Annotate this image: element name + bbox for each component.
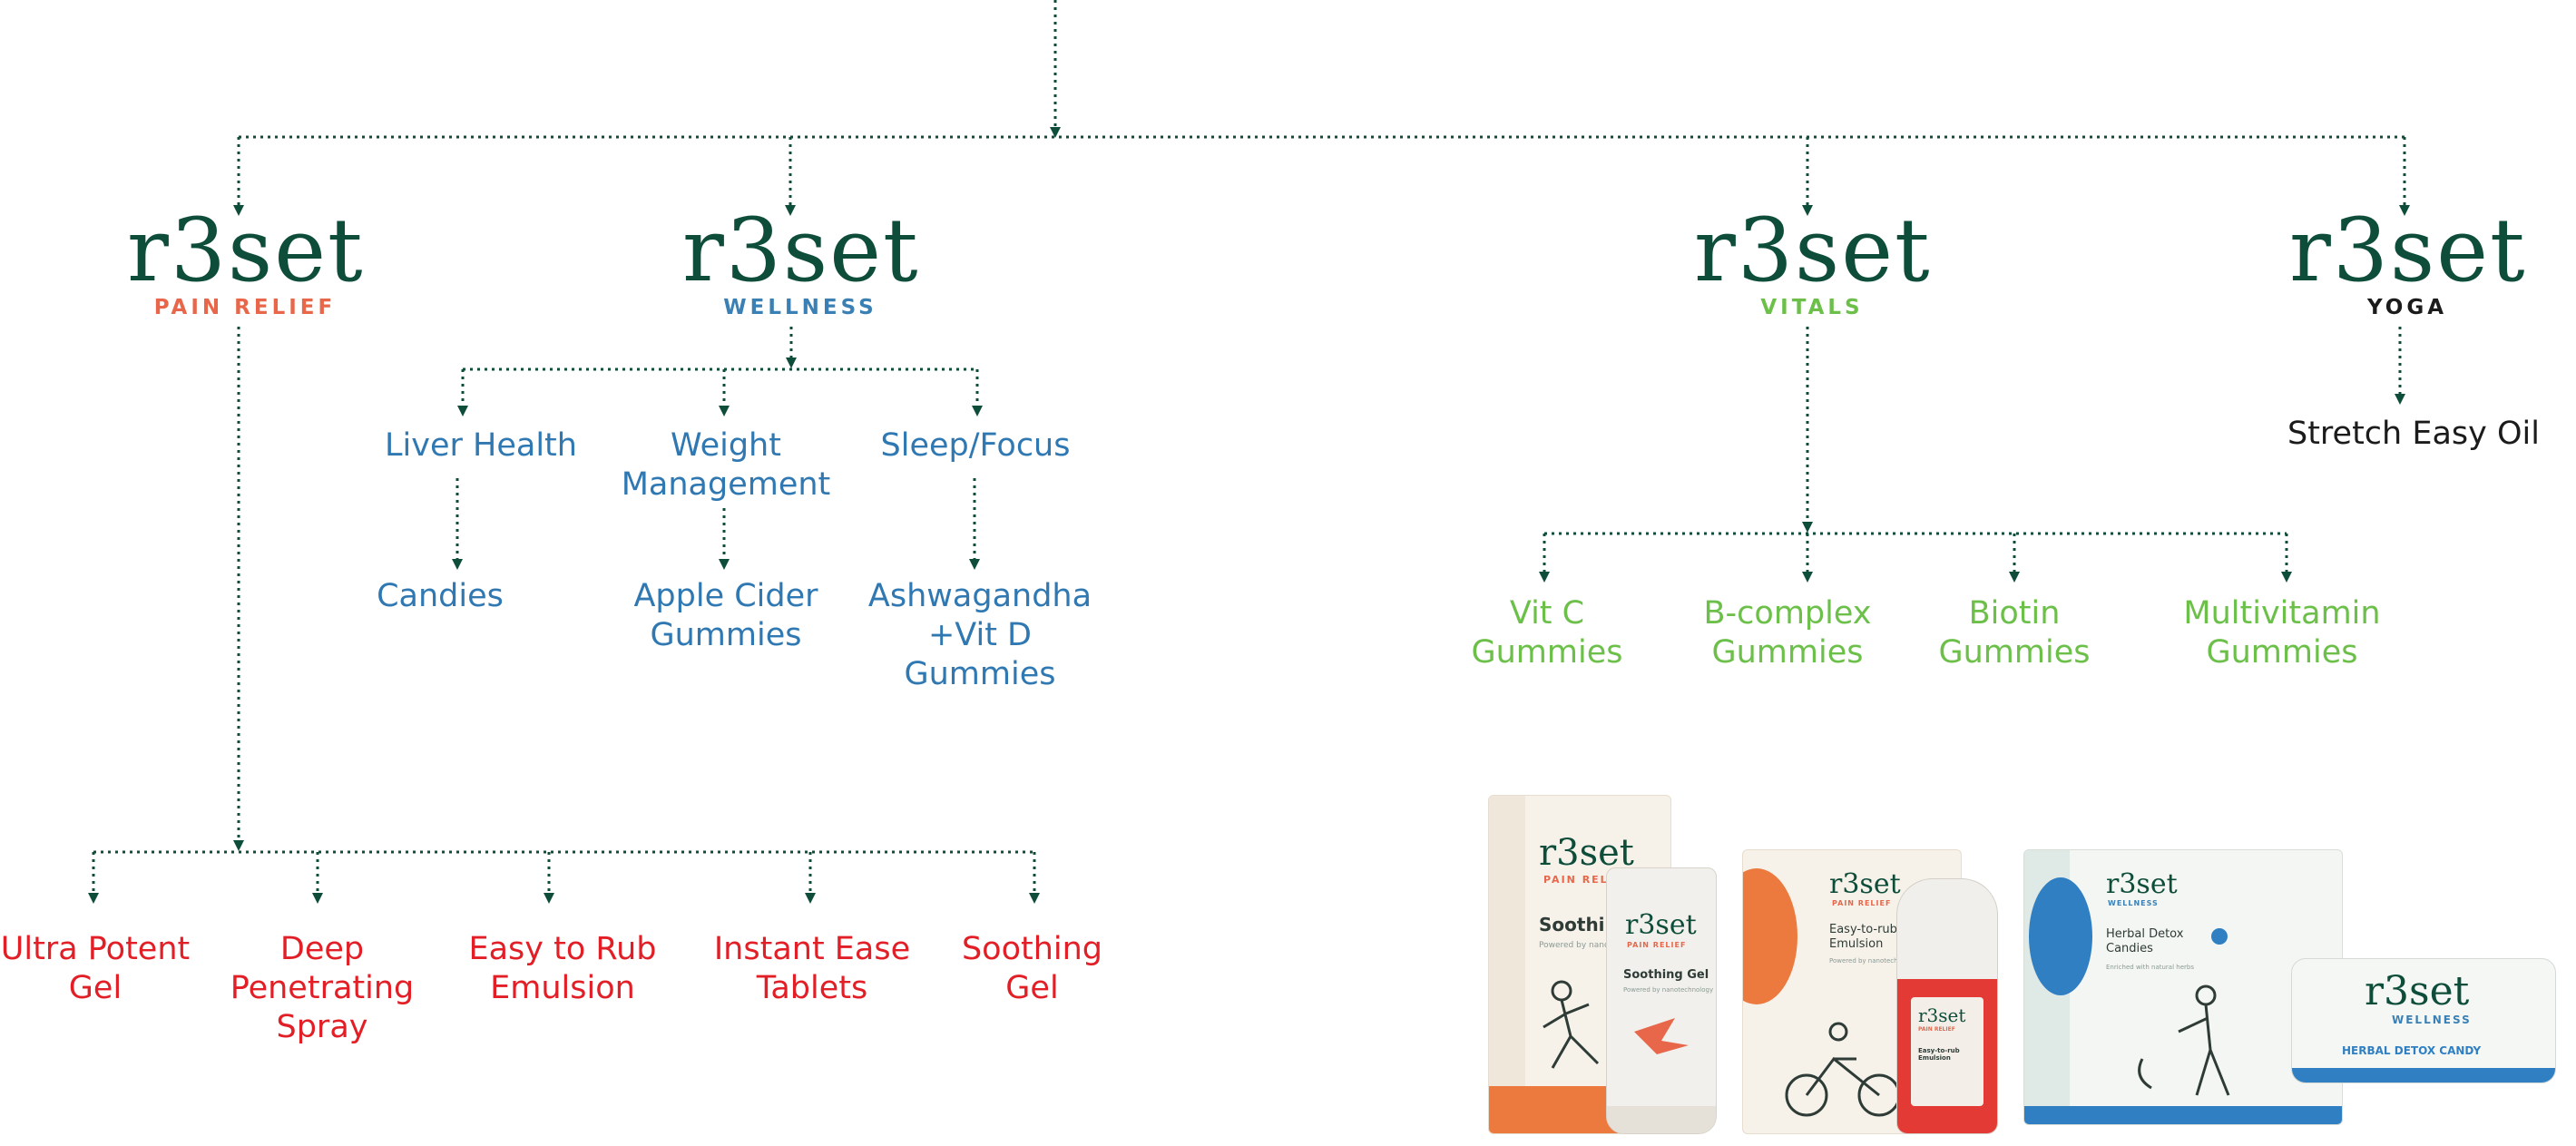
- box-tagline: Powered by nanotechnology: [1539, 941, 1655, 950]
- pain-relief-product: Soothing Gel: [961, 931, 1103, 1006]
- logo-wordmark: r3set: [2289, 200, 2527, 301]
- cyclist-illustration: [1785, 1022, 1901, 1117]
- pain-relief-product: Easy to Rub Emulsion: [468, 931, 657, 1006]
- emulsion-bottle-cap: r3set PAIN RELIEF Easy-to-rub Emulsion: [1896, 878, 1998, 1134]
- tube-tagline: Powered by nanotechnology: [1623, 986, 1714, 994]
- brand-yoga-logo: r3set YOGA: [2289, 207, 2525, 319]
- logo-wordmark: r3set: [1694, 200, 1932, 301]
- bottle-label: r3set PAIN RELIEF Easy-to-rub Emulsion: [1911, 997, 1983, 1106]
- box-brand: r3set: [2106, 868, 2178, 900]
- bottle-sub: PAIN RELIEF: [1918, 1026, 1955, 1033]
- box-product-name: Herbal Detox Candies: [2106, 927, 2184, 955]
- box-sub: WELLNESS: [2108, 899, 2159, 907]
- vitals-product: B-complex Gummies: [1703, 595, 1872, 671]
- box-brand: r3set: [1829, 868, 1901, 900]
- wellness-product: Apple Cider Gummies: [633, 578, 818, 653]
- candy-sub: WELLNESS: [2392, 1014, 2472, 1026]
- box-brand: r3set: [1539, 832, 1634, 874]
- bottle-product-name: Easy-to-rub Emulsion: [1918, 1047, 1960, 1062]
- pain-relief-product: Instant Ease Tablets: [713, 931, 911, 1006]
- soothing-gel-tube: r3set PAIN RELIEF Soothing Gel Powered b…: [1606, 867, 1717, 1134]
- gardener-illustration: [2138, 928, 2230, 1096]
- product-photo: r3set PAIN RELIEF Soothing Powered by na…: [1470, 780, 2559, 1143]
- wellness-product: Ashwagandha +Vit D Gummies: [867, 578, 1092, 692]
- tube-brand: r3set: [1625, 909, 1697, 941]
- logo-subtitle: VITALS: [1760, 296, 1864, 319]
- tube-product-name: Soothing Gel: [1623, 968, 1709, 982]
- logo-subtitle: PAIN RELIEF: [153, 296, 337, 319]
- vitals-product: Biotin Gummies: [1938, 595, 2091, 671]
- vitals-product: Multivitamin Gummies: [2183, 595, 2381, 671]
- box-tagline: Powered by nanotechnology: [1829, 957, 1920, 965]
- wellness-category: Liver Health: [385, 427, 577, 464]
- bird-icon: [1634, 1018, 1689, 1054]
- box-sub: PAIN RELIEF: [1832, 899, 1892, 907]
- brand-wellness-logo: r3set WELLNESS: [682, 207, 918, 319]
- candy-product-name: HERBAL DETOX CANDY: [2342, 1044, 2482, 1057]
- candy-brand: r3set: [2365, 968, 2470, 1014]
- brand-pain-relief-logo: r3set PAIN RELIEF: [127, 207, 363, 319]
- logo-subtitle: WELLNESS: [723, 296, 877, 319]
- wellness-category: Sleep/Focus: [880, 427, 1071, 464]
- bottle-brand: r3set: [1918, 1004, 1966, 1026]
- yoga-product: Stretch Easy Oil: [2287, 416, 2540, 452]
- logo-subtitle: YOGA: [2366, 296, 2448, 319]
- runner-illustration: [1543, 980, 1600, 1069]
- tube-sub: PAIN RELIEF: [1627, 941, 1687, 949]
- box-tagline: Enriched with natural herbs: [2106, 964, 2194, 971]
- herbal-detox-candy: r3set WELLNESS HERBAL DETOX CANDY: [2291, 958, 2556, 1083]
- box-product-name: Easy-to-rub Emulsion: [1829, 923, 1897, 951]
- wellness-category: Weight Management: [621, 427, 831, 503]
- logo-wordmark: r3set: [127, 200, 365, 301]
- pain-relief-product: Deep Penetrating Spray: [230, 931, 415, 1045]
- herbal-detox-box: r3set WELLNESS Herbal Detox Candies Enri…: [2023, 849, 2343, 1125]
- vitals-product: Vit C Gummies: [1471, 595, 1623, 671]
- brand-vitals-logo: r3set VITALS: [1694, 207, 1930, 319]
- pain-relief-product: Ultra Potent Gel: [0, 931, 191, 1006]
- logo-wordmark: r3set: [682, 200, 920, 301]
- wellness-product: Candies: [377, 578, 504, 614]
